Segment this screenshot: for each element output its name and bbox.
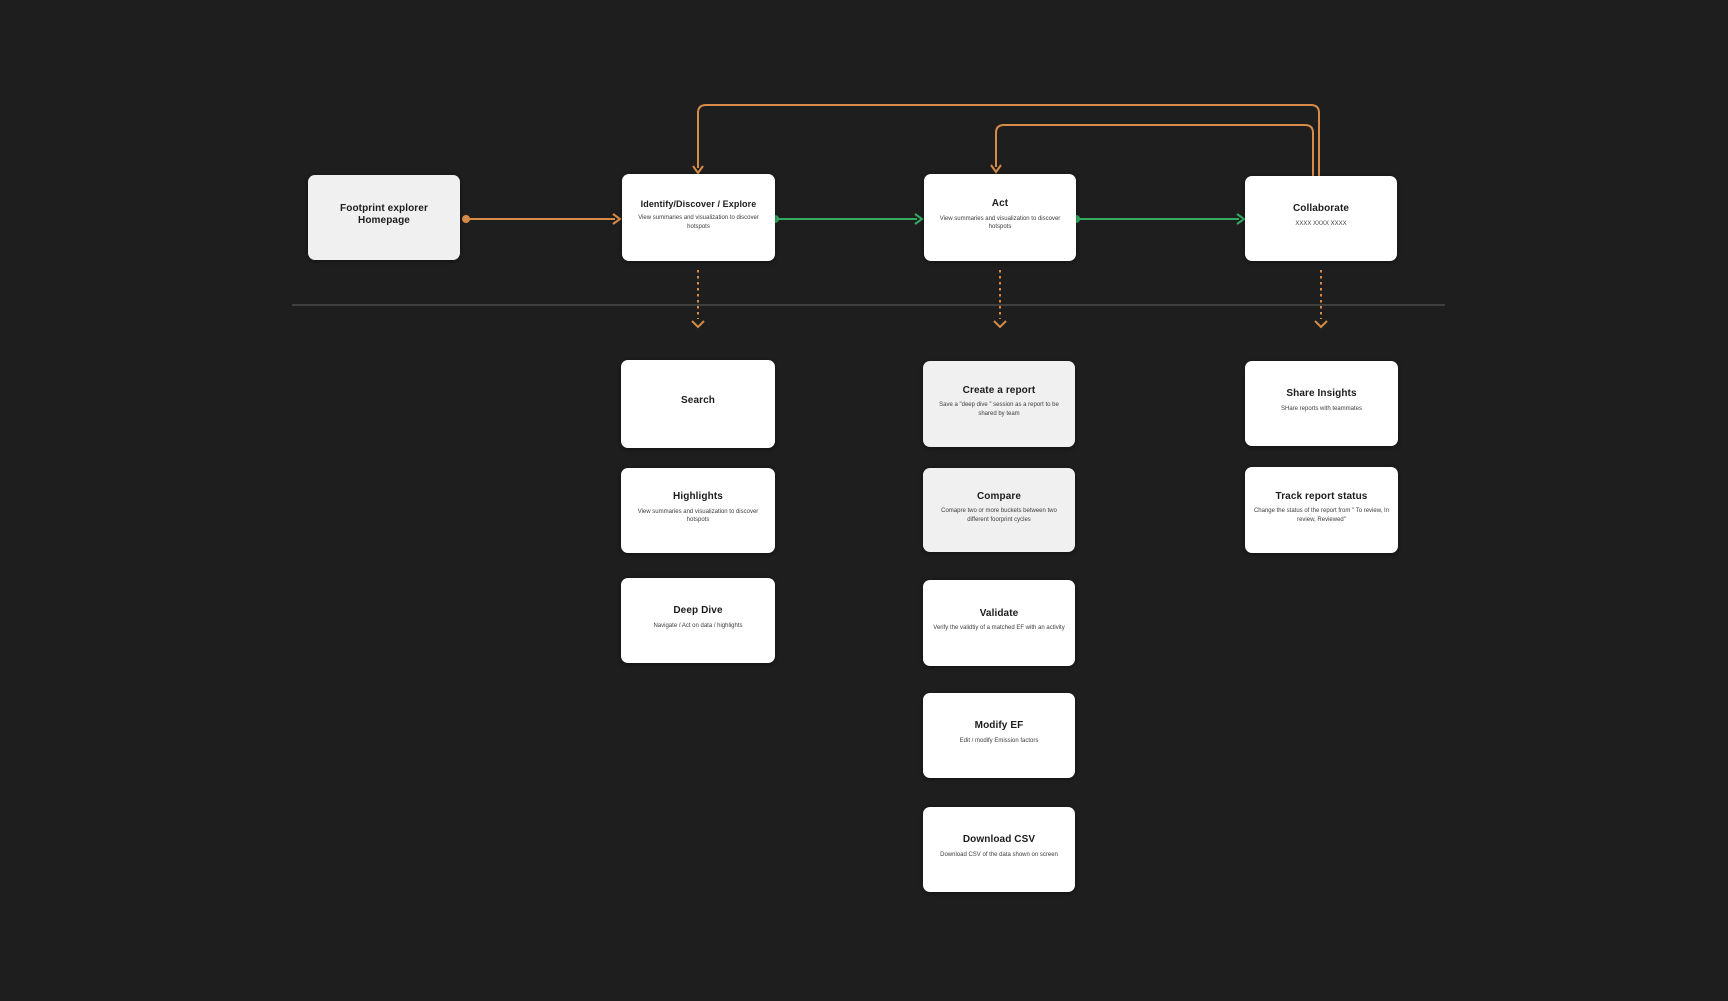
node-subtitle: Save a "deep dive " session as a report … — [939, 402, 1059, 417]
node-subtitle: View summaries and visualization to disc… — [939, 215, 1061, 231]
node-title: Footprint explorer Homepage — [340, 202, 428, 227]
node-share-insights[interactable]: Share Insights SHare reports with teamma… — [1245, 361, 1398, 446]
node-create-a-report[interactable]: Create a report Save a "deep dive " sess… — [923, 361, 1075, 447]
node-footprint-homepage[interactable]: Footprint explorer Homepage — [308, 175, 460, 260]
node-track-report-status[interactable]: Track report status Change the status of… — [1245, 467, 1398, 553]
node-title: Share Insights — [1286, 388, 1357, 400]
connector-homepage-identify[interactable] — [462, 213, 622, 225]
node-title: Modify EF — [974, 720, 1024, 732]
node-title: Validate — [979, 607, 1019, 619]
arrowhead-down-icon — [1314, 320, 1328, 329]
node-validate[interactable]: Validate Verify the validtiy of a matche… — [923, 580, 1075, 666]
connector-identify-act[interactable] — [771, 213, 924, 225]
arrowhead-right-icon — [1236, 213, 1246, 225]
connector-collaborate-act-loop[interactable] — [990, 124, 1314, 176]
connector-collaborate-identify-loop[interactable] — [692, 104, 1320, 176]
node-subtitle: Navigate / Act on data / highlights — [653, 622, 743, 629]
arrowhead-down-icon — [990, 164, 1002, 174]
node-highlights[interactable]: Highlights View summaries and visualizat… — [621, 468, 775, 553]
node-title: Search — [681, 395, 715, 407]
node-deep-dive[interactable]: Deep Dive Navigate / Act on data / highl… — [621, 578, 775, 663]
node-download-csv[interactable]: Download CSV Download CSV of the data sh… — [923, 807, 1075, 892]
node-title: Highlights — [673, 491, 723, 503]
node-act[interactable]: Act View summaries and visualization to … — [924, 174, 1076, 261]
node-subtitle: SHare reports with teammates — [1280, 405, 1363, 412]
node-subtitle: View summaries and visualization to disc… — [637, 508, 759, 524]
node-title: Create a report — [962, 384, 1036, 396]
node-title: Compare — [976, 490, 1022, 502]
node-subtitle: Download CSV of the data shown on screen — [940, 851, 1058, 858]
node-compare[interactable]: Compare Comapre two or more buckets betw… — [923, 468, 1075, 552]
dashed-connector-collaborate-children[interactable] — [1314, 270, 1328, 329]
node-title: Collaborate — [1292, 203, 1350, 215]
node-modify-ef[interactable]: Modify EF Edit / modify Emission factors — [923, 693, 1075, 778]
connector-act-collaborate[interactable] — [1072, 213, 1246, 225]
connector-line — [995, 124, 1314, 176]
arrowhead-right-icon — [914, 213, 924, 225]
node-subtitle: Verify the validtiy of a matched EF with… — [933, 625, 1065, 632]
node-title: Identify/Discover / Explore — [640, 198, 757, 209]
node-identify-discover-explore[interactable]: Identify/Discover / Explore View summari… — [622, 174, 775, 261]
node-collaborate[interactable]: Collaborate XXXX XXXX XXXX — [1245, 176, 1397, 261]
node-title: Act — [991, 198, 1009, 210]
node-title: Deep Dive — [673, 605, 723, 617]
node-title: Track report status — [1275, 490, 1368, 502]
node-subtitle: Change the status of the report from " T… — [1253, 508, 1390, 523]
arrowhead-right-icon — [612, 213, 622, 225]
node-subtitle: Comapre two or more buckets between two … — [941, 508, 1057, 523]
dashed-connector-act-children[interactable] — [993, 270, 1007, 329]
connector-line — [697, 104, 1320, 176]
dashed-connector-identify-children[interactable] — [691, 270, 705, 329]
arrowhead-down-icon — [691, 320, 705, 329]
node-subtitle: Edit / modify Emission factors — [959, 737, 1039, 744]
node-search[interactable]: Search — [621, 360, 775, 448]
arrowhead-down-icon — [692, 165, 704, 175]
node-subtitle: View summaries and visualization to disc… — [638, 214, 759, 230]
node-title: Download CSV — [962, 834, 1036, 846]
arrowhead-down-icon — [993, 320, 1007, 329]
node-subtitle: XXXX XXXX XXXX — [1295, 220, 1347, 227]
